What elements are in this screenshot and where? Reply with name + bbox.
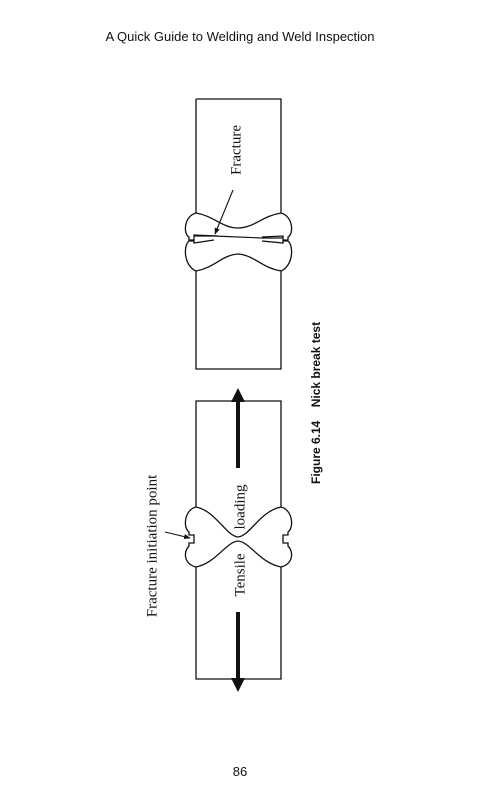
tensile-arrow-up — [231, 388, 245, 468]
loading-label: loading — [232, 484, 248, 529]
running-header: A Quick Guide to Welding and Weld Inspec… — [105, 29, 375, 44]
tensile-label: Tensile — [232, 553, 248, 596]
nick-specimen — [164, 400, 293, 680]
fracture-initiation-label: Fracture initiation point — [144, 474, 160, 617]
page-number: 86 — [232, 764, 248, 779]
fracture-label: Fracture — [228, 125, 244, 175]
figure-caption-title: Nick break test — [309, 322, 323, 407]
fractured-specimen — [184, 98, 293, 370]
figure-caption: Figure 6.14 Nick break test — [309, 322, 323, 484]
figure-caption-number: Figure 6.14 — [309, 420, 323, 484]
tensile-arrow-down — [231, 612, 245, 692]
